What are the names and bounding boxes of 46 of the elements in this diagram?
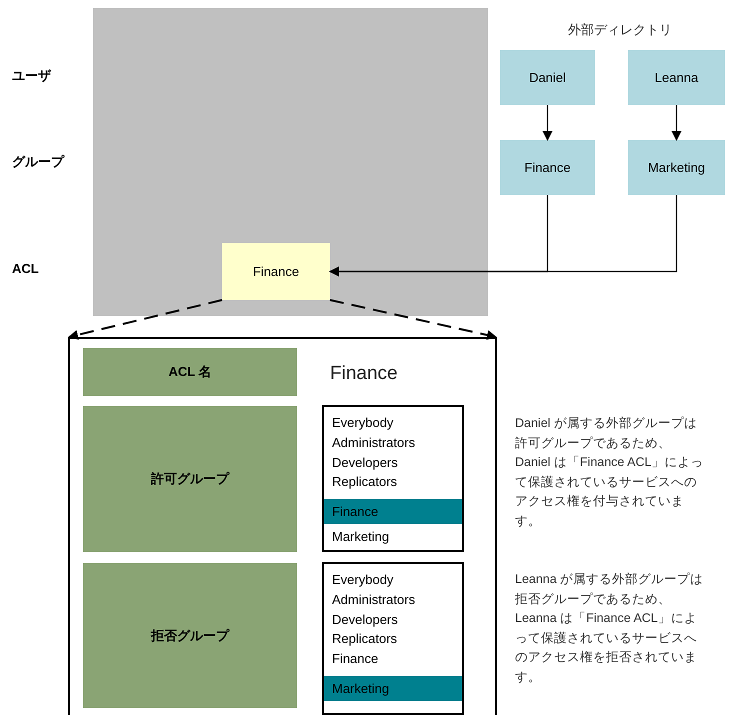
list-item: Administrators bbox=[332, 434, 416, 452]
row-label: ACL bbox=[12, 260, 40, 278]
directory-box bbox=[500, 50, 595, 105]
arrow bbox=[329, 195, 678, 276]
node-text: 許可グループ bbox=[151, 470, 229, 488]
field-name-box bbox=[83, 348, 297, 396]
group-list-box bbox=[322, 405, 464, 552]
zoom-line bbox=[68, 299, 222, 340]
directory-box bbox=[500, 140, 595, 195]
list-item: Replicators bbox=[332, 630, 398, 648]
note-text: Leanna が属する外部グループは拒否グループであるため、Leanna は「Finance ACL」によって保護されているサービスへのアクセス権を拒否されています。 bbox=[515, 571, 704, 686]
row-label: グループ bbox=[12, 153, 66, 171]
server-box bbox=[93, 8, 488, 316]
node-text: Finance bbox=[252, 262, 300, 281]
node-text: Leanna bbox=[654, 68, 698, 87]
list-item: Developers bbox=[332, 611, 398, 629]
group-heading: 外部ディレクトリ bbox=[567, 21, 673, 39]
list-item: Everybody bbox=[332, 571, 394, 589]
acl-name-value: Finance bbox=[330, 362, 399, 386]
zoom-line bbox=[330, 299, 497, 340]
selected-row bbox=[324, 499, 462, 524]
field-name-box bbox=[83, 563, 297, 708]
arrow bbox=[672, 105, 682, 141]
arrow bbox=[542, 105, 552, 141]
node-text: Finance bbox=[524, 158, 571, 177]
list-item: Finance bbox=[332, 650, 378, 668]
group-list-box bbox=[322, 562, 464, 715]
selected-row bbox=[324, 676, 462, 701]
node-text: 拒否グループ bbox=[151, 626, 229, 645]
node-text: Finance bbox=[332, 502, 378, 521]
directory-box bbox=[628, 50, 725, 105]
directory-box bbox=[628, 140, 725, 195]
node-text: Marketing bbox=[332, 680, 390, 698]
row-label: ユーザ bbox=[12, 67, 52, 85]
list-item: Replicators bbox=[332, 473, 398, 491]
node-text: ACL 名 bbox=[168, 363, 212, 382]
field-name-box bbox=[83, 406, 297, 552]
list-item: Everybody bbox=[332, 414, 394, 432]
node-text: Daniel bbox=[529, 68, 566, 87]
acl-box bbox=[222, 243, 330, 300]
list-item: Developers bbox=[332, 454, 398, 472]
node-text: Marketing bbox=[648, 158, 706, 177]
note-text: Daniel が属する外部グループは許可グループであるため、Daniel は「Finance ACL」によって保護されているサービスへのアクセス権を付与されています。 bbox=[515, 415, 704, 530]
list-item: Marketing bbox=[332, 528, 390, 546]
list-item: Administrators bbox=[332, 591, 416, 609]
detail-panel bbox=[68, 337, 497, 715]
